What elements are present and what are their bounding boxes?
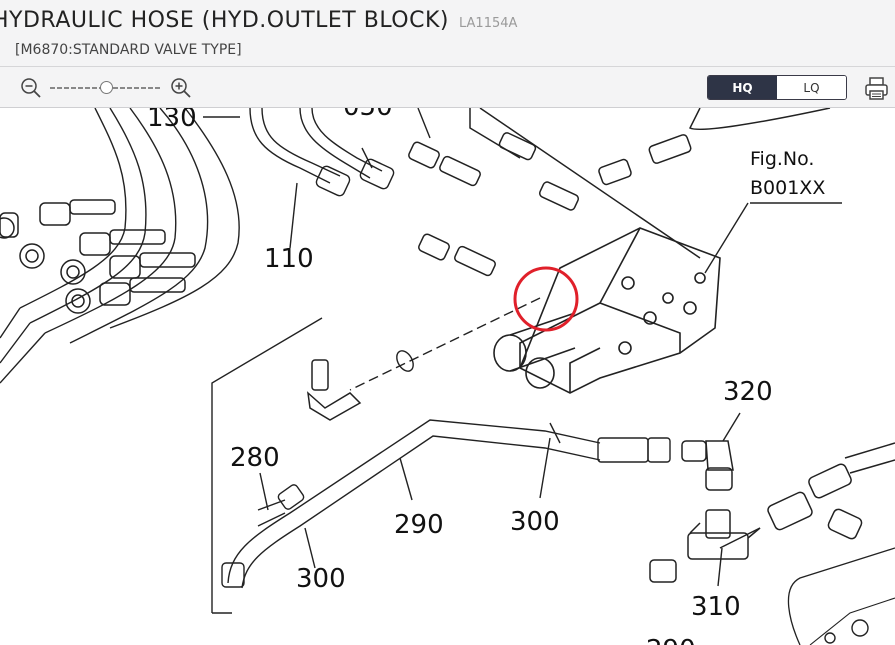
part-number-050[interactable]: 050: [343, 108, 393, 122]
print-icon: [865, 77, 888, 100]
diagram-drawing: 130 050 110 Fig.No. B001XX 320 280 290 3…: [0, 108, 895, 645]
part-number-320[interactable]: 320: [723, 377, 773, 407]
page-header: HYDRAULIC HOSE (HYD.OUTLET BLOCK)LA1154A…: [0, 0, 895, 67]
zoom-out-button[interactable]: [19, 76, 43, 100]
lq-button[interactable]: LQ: [777, 76, 846, 99]
page-title: HYDRAULIC HOSE (HYD.OUTLET BLOCK)LA1154A: [0, 8, 518, 33]
hq-button[interactable]: HQ: [708, 76, 777, 99]
page-subtitle: [M6870:STANDARD VALVE TYPE]: [15, 42, 242, 58]
fig-number: B001XX: [750, 177, 825, 199]
zoom-slider-thumb[interactable]: [100, 81, 113, 94]
part-number-290-bottom[interactable]: 290: [646, 635, 696, 645]
highlight-circle: [513, 266, 579, 332]
part-number-130[interactable]: 130: [147, 108, 197, 133]
part-number-300-lower[interactable]: 300: [296, 564, 346, 594]
part-number-280[interactable]: 280: [230, 443, 280, 473]
zoom-in-icon: [171, 78, 191, 98]
part-number-110[interactable]: 110: [264, 244, 314, 274]
zoom-slider[interactable]: [50, 79, 162, 97]
quality-toggle: HQ LQ: [707, 75, 847, 100]
part-number-310[interactable]: 310: [691, 592, 741, 622]
toolbar: HQ LQ: [0, 67, 895, 108]
zoom-in-button[interactable]: [169, 76, 193, 100]
part-number-300-upper[interactable]: 300: [510, 507, 560, 537]
part-code: LA1154A: [458, 16, 518, 31]
parts-diagram[interactable]: 130 050 110 Fig.No. B001XX 320 280 290 3…: [0, 108, 895, 645]
fig-label: Fig.No.: [750, 148, 814, 170]
zoom-out-icon: [21, 78, 41, 98]
print-button[interactable]: [863, 75, 890, 102]
part-number-290[interactable]: 290: [394, 510, 444, 540]
